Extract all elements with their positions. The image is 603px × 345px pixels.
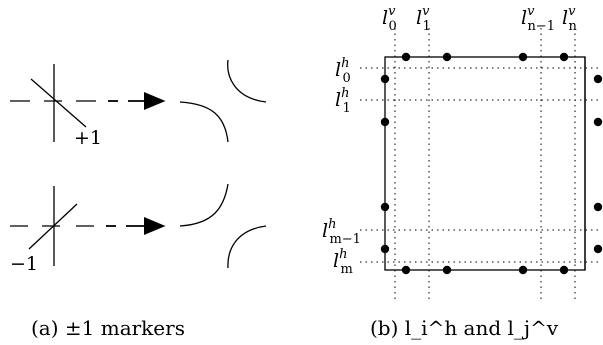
crossing-negative: −1 <box>10 186 94 275</box>
crossing-positive: +1 <box>10 64 102 149</box>
smoothing-result-top <box>179 59 267 143</box>
boundary-dots <box>380 52 603 275</box>
dot-top-3 <box>518 52 528 62</box>
dot-left-3 <box>380 202 390 212</box>
panel-a-caption: (a) ±1 markers <box>31 316 185 340</box>
dot-right-3 <box>593 202 603 212</box>
dot-top-1 <box>401 52 411 62</box>
dot-bottom-4 <box>559 265 569 275</box>
dot-left-4 <box>380 244 390 254</box>
dot-bottom-1 <box>401 265 411 275</box>
dotted-grid <box>360 28 600 300</box>
dot-top-2 <box>442 52 452 62</box>
smoothing-result-bottom <box>179 183 267 269</box>
marker-positive-label: +1 <box>74 127 102 149</box>
square-boundary <box>384 56 586 271</box>
dot-right-4 <box>593 244 603 254</box>
panel-a: +1 −1 (a) ±1 markers <box>10 59 267 340</box>
panel-b-caption: (b) l_i^h and l_j^v <box>370 316 559 340</box>
dot-left-1 <box>380 74 390 84</box>
dot-bottom-2 <box>442 265 452 275</box>
dot-left-2 <box>380 117 390 127</box>
marker-negative-label: −1 <box>10 253 38 275</box>
dot-bottom-3 <box>518 265 528 275</box>
dot-top-4 <box>559 52 569 62</box>
dot-right-1 <box>593 74 603 84</box>
dot-right-2 <box>593 117 603 127</box>
